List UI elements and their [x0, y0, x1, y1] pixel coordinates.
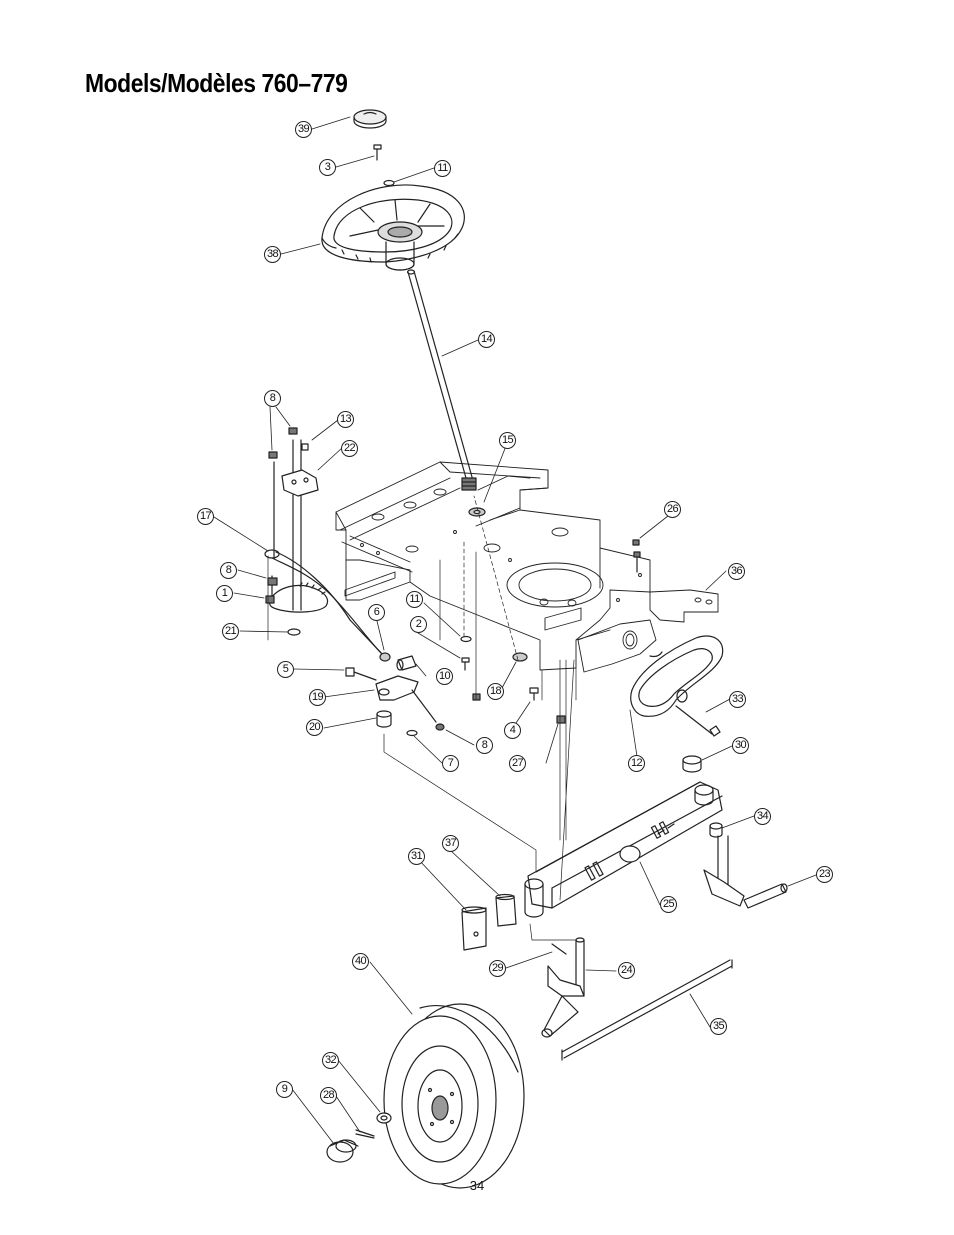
hub-cap-part: [326, 1139, 359, 1163]
callout-8: 8: [220, 562, 237, 579]
bushing-part: [709, 822, 723, 838]
nut-part: [472, 693, 481, 701]
callout-26: 26: [664, 501, 681, 518]
callout-34: 34: [754, 808, 771, 825]
callout-5: 5: [277, 661, 294, 678]
callout-10: 10: [436, 668, 453, 685]
steering-cap-part: [353, 109, 387, 129]
bolt-part: [632, 539, 641, 573]
callout-12: 12: [628, 755, 645, 772]
drag-link-part: [561, 959, 733, 1061]
callout-21: 21: [222, 623, 239, 640]
callout-23: 23: [816, 866, 833, 883]
steering-wheel-part: [321, 184, 465, 271]
callout-6: 6: [368, 604, 385, 621]
page-number: 34: [469, 1178, 485, 1193]
assembly-guide-lines: [267, 495, 577, 941]
bolt-part: [301, 443, 309, 451]
bushing-part: [376, 710, 392, 728]
washer-part: [376, 1112, 392, 1124]
left-spindle-part: [541, 937, 585, 1038]
callout-39: 39: [295, 121, 312, 138]
right-spindle-part: [703, 835, 788, 909]
front-wheel-part: [383, 1003, 525, 1189]
callout-20: 20: [306, 719, 323, 736]
callout-29: 29: [489, 960, 506, 977]
bushing-part: [682, 755, 702, 773]
bolt-part: [373, 144, 382, 161]
callout-8: 8: [264, 390, 281, 407]
callout-11: 11: [434, 160, 451, 177]
mounting-plate-part: [281, 469, 319, 497]
callout-11: 11: [406, 591, 423, 608]
washer-part: [460, 635, 472, 643]
callout-22: 22: [341, 440, 358, 457]
callout-24: 24: [618, 962, 635, 979]
callout-33: 33: [729, 691, 746, 708]
leader-lines: [213, 116, 817, 1145]
callout-25: 25: [660, 896, 677, 913]
cotter-pin-part: [355, 1129, 375, 1139]
callout-17: 17: [197, 508, 214, 525]
nut-part: [556, 715, 566, 724]
callout-30: 30: [732, 737, 749, 754]
callout-8: 8: [476, 737, 493, 754]
callout-4: 4: [504, 722, 521, 739]
callout-18: 18: [487, 683, 504, 700]
callout-3: 3: [319, 159, 336, 176]
bolt-part: [529, 687, 539, 701]
callout-40: 40: [352, 953, 369, 970]
nut-part: [268, 427, 298, 459]
callout-9: 9: [276, 1081, 293, 1098]
washer-part: [383, 179, 395, 187]
callout-27: 27: [509, 755, 526, 772]
steering-gear-part: [264, 549, 383, 655]
pitman-arm-part: [375, 675, 445, 731]
callout-31: 31: [408, 848, 425, 865]
callout-28: 28: [320, 1087, 337, 1104]
callout-35: 35: [710, 1018, 727, 1035]
washer-part: [379, 652, 391, 662]
callout-38: 38: [264, 246, 281, 263]
callout-36: 36: [728, 563, 745, 580]
front-axle-part: [524, 781, 723, 918]
chassis-frame-part: [335, 461, 719, 673]
callout-2: 2: [410, 616, 427, 633]
callout-1: 1: [216, 585, 233, 602]
spacer-part: [396, 655, 417, 671]
callout-7: 7: [442, 755, 459, 772]
callout-32: 32: [322, 1052, 339, 1069]
bolt-part: [345, 667, 377, 681]
axle-bracket-part: [630, 635, 724, 717]
page-title: Models/Modèles 760–779: [85, 68, 348, 98]
bolt-part: [461, 657, 470, 671]
axle-bushing-part: [495, 893, 517, 927]
tie-rod-part: [275, 551, 385, 657]
washer-part: [468, 507, 486, 517]
cotter-pin-part: [551, 943, 567, 955]
callout-15: 15: [499, 432, 516, 449]
nut-part: [267, 577, 278, 586]
axle-bushing-part: [461, 906, 487, 951]
washer-part: [512, 652, 528, 662]
bolt-part: [675, 705, 721, 737]
callout-14: 14: [478, 331, 495, 348]
callout-37: 37: [442, 835, 459, 852]
callout-19: 19: [309, 689, 326, 706]
callout-13: 13: [337, 411, 354, 428]
steering-shaft-part: [406, 269, 477, 491]
washer-part: [287, 628, 301, 636]
bolt-part: [265, 595, 275, 604]
washer-part: [406, 729, 418, 737]
